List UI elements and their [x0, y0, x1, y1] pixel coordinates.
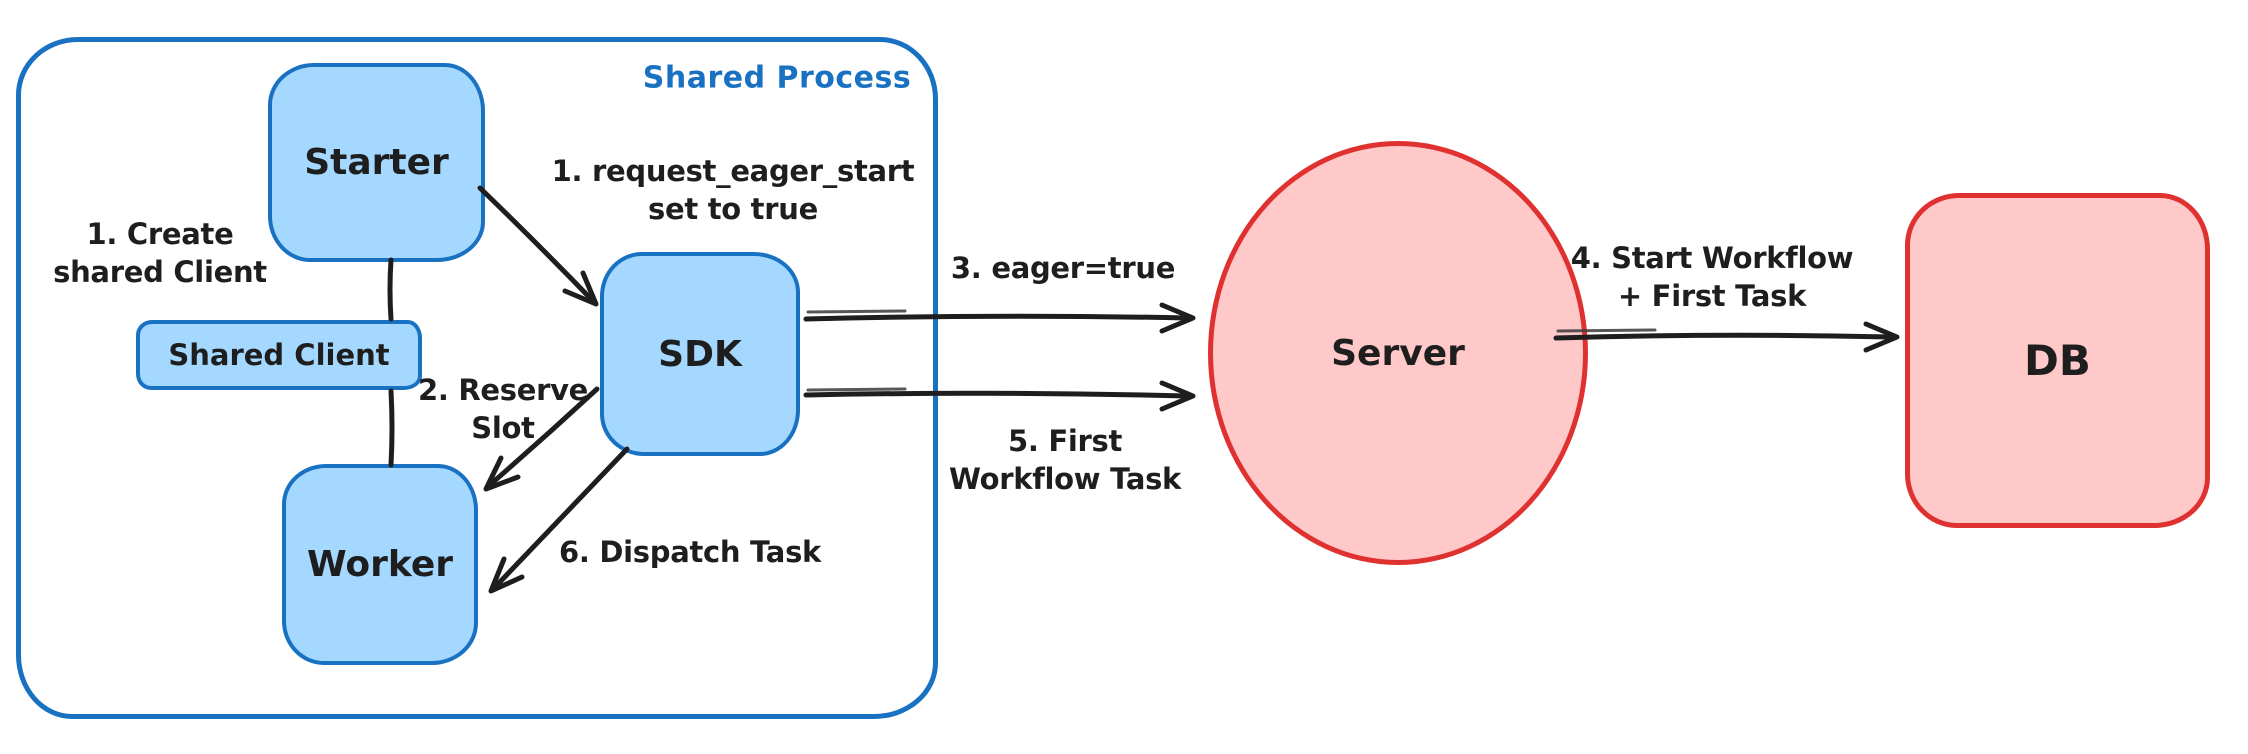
annotation-create-shared-client: 1. Create shared Client	[53, 217, 267, 289]
sdk-node: SDK	[600, 252, 800, 456]
starter-node-label: Starter	[304, 142, 449, 183]
annotation-reserve-slot: 2. Reserve Slot	[417, 373, 589, 445]
worker-node-label: Worker	[306, 544, 454, 585]
shared-client-node: Shared Client	[136, 320, 422, 390]
edge-label-eager-true: 3. eager=true	[950, 251, 1176, 285]
db-node-label: DB	[2024, 336, 2091, 385]
server-node: Server	[1208, 141, 1588, 565]
edge-server-to-db-arrow	[1553, 321, 1900, 353]
annotation-dispatch-task: 6. Dispatch Task	[558, 535, 822, 569]
shared-process-container	[16, 37, 938, 719]
starter-node: Starter	[268, 63, 485, 262]
db-node: DB	[1905, 193, 2210, 528]
server-node-label: Server	[1331, 332, 1465, 374]
edge-label-first-workflow-task: 5. First Workflow Task	[948, 424, 1182, 496]
sdk-node-label: SDK	[658, 333, 742, 375]
shared-process-label: Shared Process	[642, 60, 912, 96]
worker-node: Worker	[282, 464, 478, 665]
annotation-request-eager-start: 1. request_eager_start set to true	[551, 154, 915, 226]
shared-client-node-label: Shared Client	[168, 338, 390, 372]
edge-label-start-workflow-first-task: 4. Start Workflow + First Task	[1570, 241, 1854, 313]
